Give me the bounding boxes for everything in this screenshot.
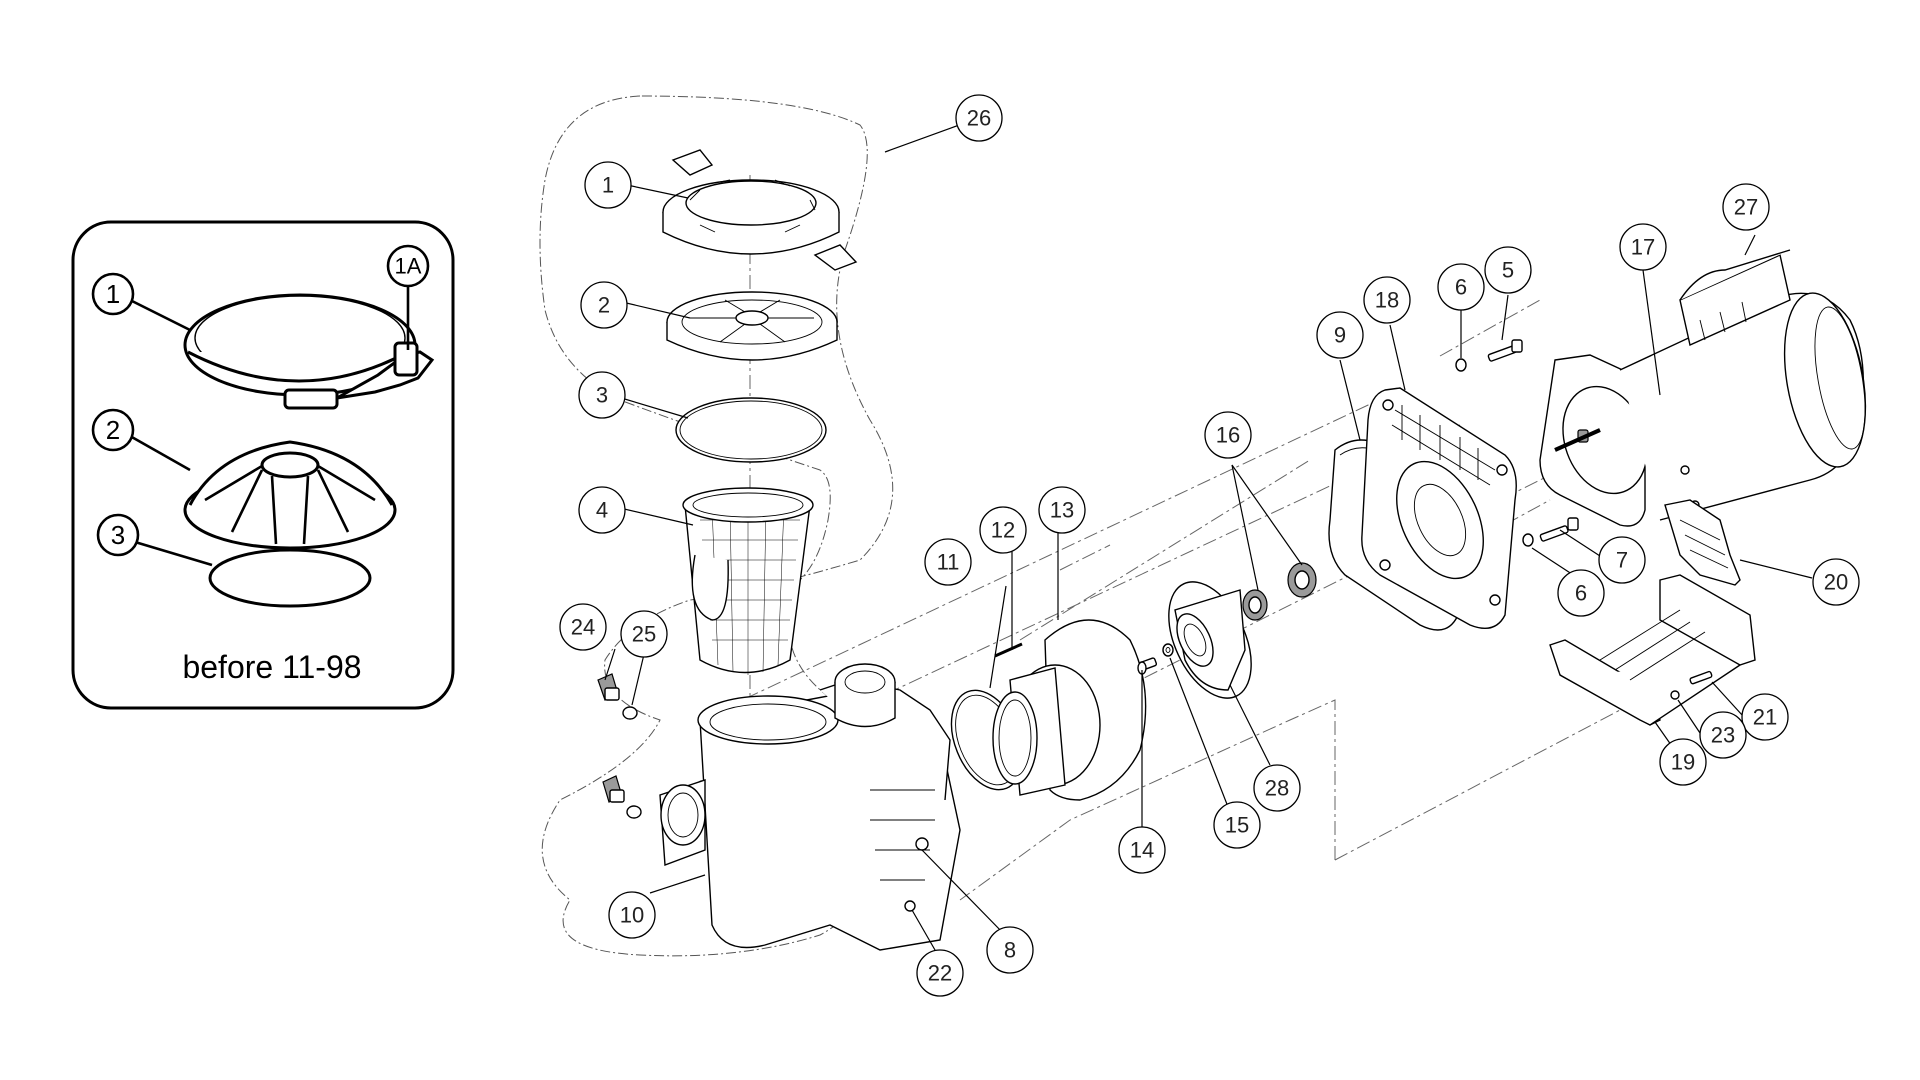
inset-callout-3-label: 3 bbox=[111, 520, 125, 550]
callout-5-label: 5 bbox=[1502, 258, 1514, 283]
inset-callout-1-label: 1 bbox=[106, 279, 120, 309]
callout-9-label: 9 bbox=[1334, 323, 1346, 348]
callout-6-top bbox=[1437, 263, 1485, 311]
inset-clamp-ring bbox=[183, 293, 435, 410]
strainer-lid bbox=[666, 291, 838, 361]
callout-22 bbox=[916, 949, 964, 997]
callout-23 bbox=[1699, 711, 1747, 759]
callout-3-label: 3 bbox=[596, 383, 608, 408]
callout-14 bbox=[1118, 826, 1166, 874]
callout-16 bbox=[1204, 411, 1252, 459]
seal-plate bbox=[1361, 387, 1517, 629]
callout-24-label: 24 bbox=[571, 615, 595, 640]
callout-15-label: 15 bbox=[1225, 813, 1249, 838]
callout-4-label: 4 bbox=[596, 498, 608, 523]
inset-callout-2-label: 2 bbox=[106, 415, 120, 445]
lid-lock-ring bbox=[662, 149, 858, 271]
callout-7 bbox=[1598, 536, 1646, 584]
callout-11 bbox=[924, 538, 972, 586]
impeller bbox=[1168, 581, 1252, 699]
callout-19 bbox=[1659, 738, 1707, 786]
callout-1 bbox=[584, 161, 632, 209]
callout-18 bbox=[1363, 276, 1411, 324]
inset-caption: before 11-98 bbox=[182, 649, 361, 685]
callout-17-label: 17 bbox=[1631, 235, 1655, 260]
callout-21-label: 21 bbox=[1753, 705, 1777, 730]
callout-28-label: 28 bbox=[1265, 776, 1289, 801]
shaft-seal bbox=[1242, 562, 1317, 621]
callout-6-bottom bbox=[1557, 569, 1605, 617]
callout-25 bbox=[620, 610, 668, 658]
callout-18-label: 18 bbox=[1375, 288, 1399, 313]
callout-6-bottom-label: 6 bbox=[1575, 581, 1587, 606]
callout-3 bbox=[578, 371, 626, 419]
callout-13 bbox=[1038, 486, 1086, 534]
callout-2 bbox=[580, 281, 628, 329]
callout-11-label: 11 bbox=[937, 550, 960, 575]
callout-10-label: 10 bbox=[620, 903, 644, 928]
callout-15 bbox=[1213, 801, 1261, 849]
callout-25-label: 25 bbox=[632, 622, 656, 647]
lid-o-ring bbox=[675, 397, 827, 463]
leader-lines bbox=[604, 123, 1813, 951]
callout-26 bbox=[955, 94, 1003, 142]
inset-callout-3 bbox=[96, 513, 140, 557]
callout-8-label: 8 bbox=[1004, 938, 1016, 963]
callout-22-label: 22 bbox=[928, 961, 952, 986]
callout-9 bbox=[1316, 311, 1364, 359]
inset-lid bbox=[183, 440, 397, 550]
callout-8 bbox=[986, 926, 1034, 974]
callout-1-label: 1 bbox=[602, 173, 614, 198]
callout-20-label: 20 bbox=[1824, 570, 1848, 595]
callout-16-label: 16 bbox=[1216, 423, 1240, 448]
callout-4 bbox=[578, 486, 626, 534]
callout-2-label: 2 bbox=[598, 293, 610, 318]
callout-13-label: 13 bbox=[1050, 498, 1074, 523]
callout-27 bbox=[1722, 183, 1770, 231]
callout-5 bbox=[1484, 246, 1532, 294]
callout-10 bbox=[608, 891, 656, 939]
callout-20 bbox=[1812, 558, 1860, 606]
callout-17 bbox=[1619, 223, 1667, 271]
inset-o-ring bbox=[208, 548, 372, 608]
callout-27-label: 27 bbox=[1734, 195, 1758, 220]
inset-callout-1A-label: 1A bbox=[395, 254, 422, 279]
pump-housing bbox=[659, 663, 961, 951]
callout-7-label: 7 bbox=[1616, 548, 1628, 573]
impeller-washer bbox=[1162, 643, 1174, 657]
diffuser bbox=[992, 619, 1147, 801]
callout-bubbles: 26 1 2 3 4 24 25 10 22 8 11 12 13 14 15 … bbox=[559, 94, 1860, 997]
motor-support bbox=[1549, 499, 1756, 726]
strainer-group-boundary bbox=[539, 95, 902, 957]
callout-14-label: 14 bbox=[1130, 838, 1154, 863]
callout-28 bbox=[1253, 764, 1301, 812]
callout-21 bbox=[1741, 693, 1789, 741]
inset-callout-2 bbox=[91, 408, 135, 452]
callout-23-label: 23 bbox=[1711, 723, 1735, 748]
impeller-screw bbox=[1137, 657, 1158, 675]
callout-19-label: 19 bbox=[1671, 750, 1695, 775]
callout-24 bbox=[559, 603, 607, 651]
callout-26-label: 26 bbox=[967, 106, 991, 131]
inset-panel: 1 1A 2 3 before 11-98 bbox=[71, 220, 455, 710]
callout-6-top-label: 6 bbox=[1455, 275, 1467, 300]
drain-plugs bbox=[597, 673, 642, 819]
inset-callout-1A bbox=[386, 244, 430, 288]
inset-callout-1 bbox=[91, 272, 135, 316]
motor bbox=[1539, 249, 1867, 527]
callout-12 bbox=[979, 506, 1027, 554]
callout-12-label: 12 bbox=[991, 518, 1015, 543]
strainer-basket bbox=[682, 487, 814, 675]
motor-bolts bbox=[1455, 339, 1579, 547]
